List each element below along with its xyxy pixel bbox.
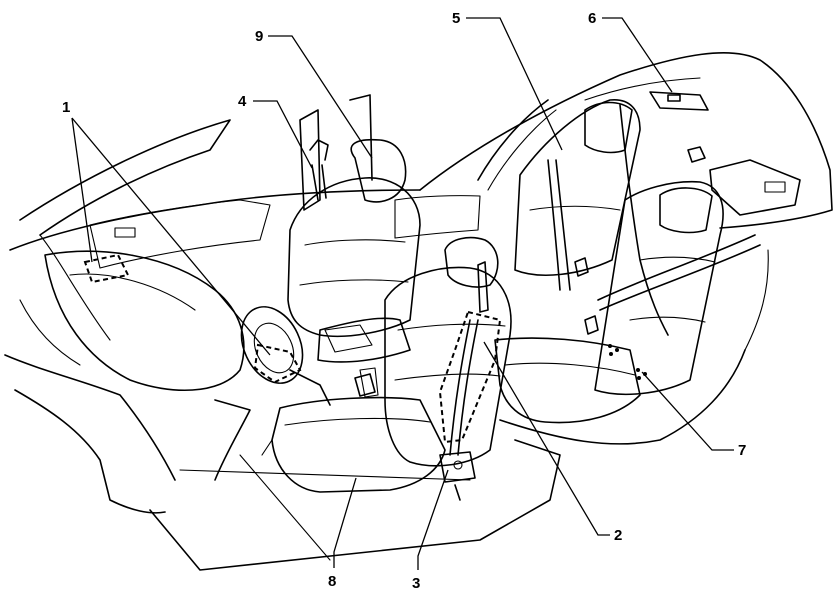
rear-shelf bbox=[649, 91, 801, 216]
callout-8: 8 bbox=[328, 573, 336, 590]
leader-6 bbox=[602, 17, 673, 93]
callout-1: 1 bbox=[62, 99, 70, 116]
callout-7: 7 bbox=[738, 442, 746, 459]
leader-1a bbox=[71, 117, 93, 263]
callout-6: 6 bbox=[588, 10, 596, 27]
leader-5 bbox=[466, 17, 563, 151]
steering-module-dash bbox=[253, 343, 302, 384]
rear-seats bbox=[494, 99, 724, 424]
leader-lines bbox=[71, 17, 734, 570]
callout-2: 2 bbox=[614, 527, 622, 544]
car-body-outline bbox=[4, 52, 833, 571]
leader-1b bbox=[71, 117, 271, 356]
leader-2 bbox=[483, 341, 610, 536]
callout-5: 5 bbox=[452, 10, 460, 27]
callout-labels: 1 2 3 4 5 6 7 8 9 bbox=[62, 10, 746, 592]
callout-3: 3 bbox=[412, 575, 420, 592]
leader-9 bbox=[268, 35, 373, 159]
callout-4: 4 bbox=[238, 93, 247, 110]
hidden-components bbox=[83, 253, 647, 444]
steering-wheel-dash bbox=[44, 250, 379, 481]
leader-4 bbox=[253, 100, 313, 169]
front-left-seat bbox=[287, 138, 421, 363]
pretensioner-dash bbox=[438, 310, 502, 444]
front-right-seat bbox=[261, 236, 512, 493]
leader-7 bbox=[641, 371, 734, 451]
seat-belts bbox=[309, 104, 761, 501]
callout-9: 9 bbox=[255, 28, 263, 45]
leader-3 bbox=[417, 469, 449, 570]
leader-8 bbox=[333, 477, 357, 568]
